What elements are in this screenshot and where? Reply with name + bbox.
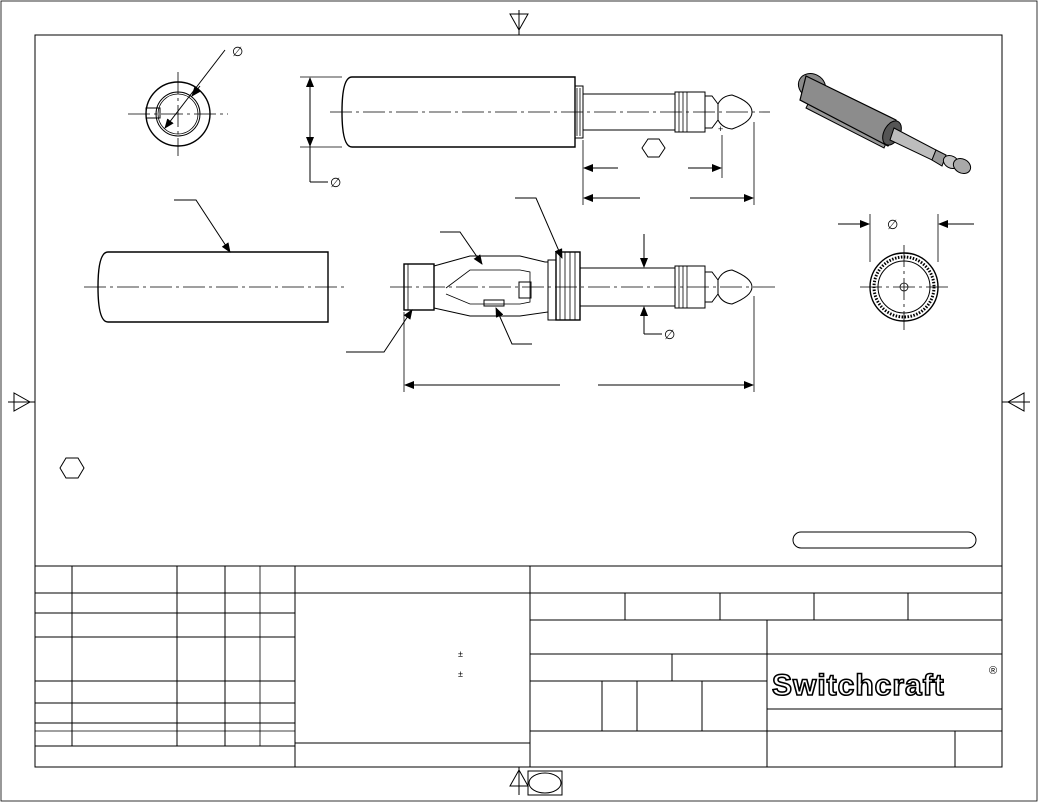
end-view-right: ∅ <box>838 214 974 330</box>
end-view-top-left: ∅ <box>128 44 243 156</box>
leader-tip-contact <box>440 231 483 265</box>
leader-handle <box>174 199 231 253</box>
leader-strain-relief <box>346 309 413 353</box>
tolerance-plus-minus-2: ± <box>458 669 463 679</box>
diameter-label-shaft: ∅ <box>664 327 675 342</box>
centering-marks <box>8 10 1030 796</box>
note-hex-marker-1 <box>641 138 666 158</box>
plug-body-part: ∅ <box>346 197 775 392</box>
assembled-plug-side-view: + ∅ <box>300 76 770 205</box>
tolerance-block: ± ± <box>295 566 531 767</box>
revision-table <box>35 566 296 767</box>
drawing-frame <box>34 34 1003 768</box>
tolerance-plus-minus-1: ± <box>458 649 463 659</box>
part-number-box <box>792 531 977 549</box>
switchcraft-logo: Switchcraft <box>772 669 945 702</box>
registered-mark: ® <box>989 665 997 677</box>
svg-text:+: + <box>718 124 723 134</box>
leader-ring-contact <box>495 307 532 345</box>
title-block: ± ± Switchcraft ® <box>35 565 1002 767</box>
diameter-label-sleeve: ∅ <box>330 175 341 190</box>
handle-sleeve-part <box>84 199 348 323</box>
diameter-label-end-view: ∅ <box>232 44 243 59</box>
isometric-view <box>797 73 972 174</box>
leader-threaded-ring <box>515 197 563 259</box>
diameter-label-end-view-right: ∅ <box>887 217 898 232</box>
note-hex-marker-2 <box>59 457 85 479</box>
info-block <box>530 592 1002 767</box>
